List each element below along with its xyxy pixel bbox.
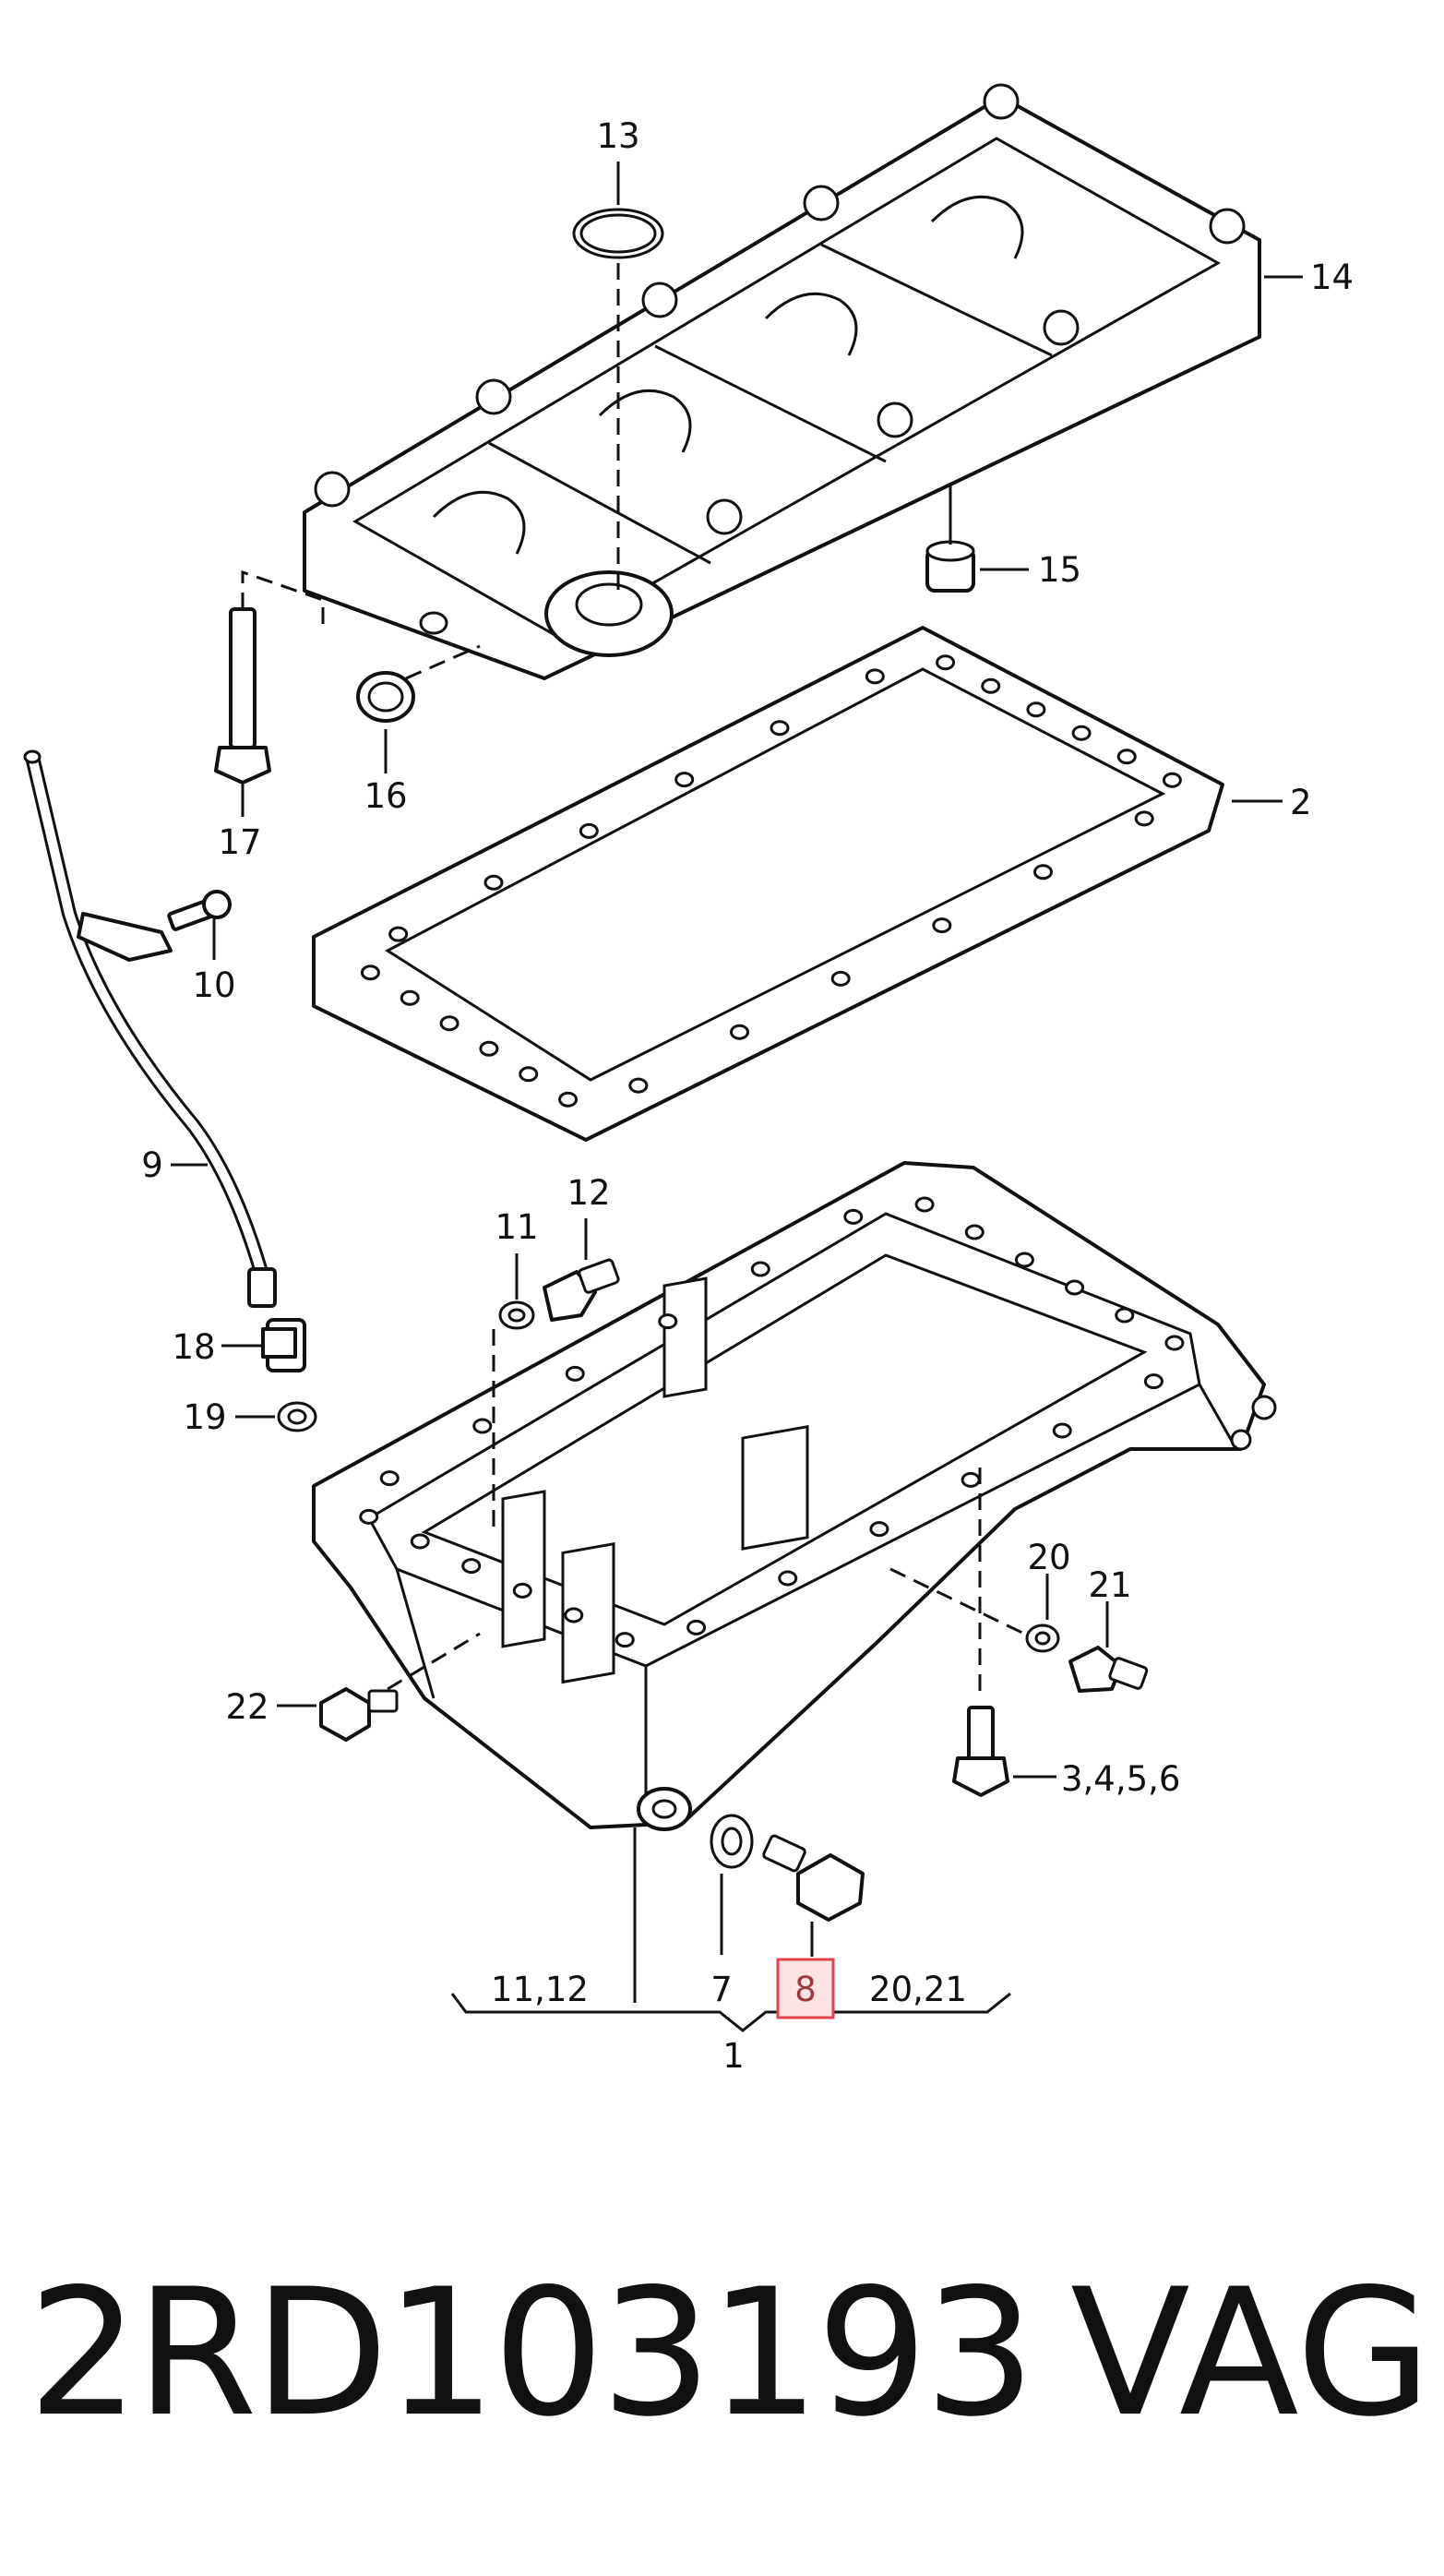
callout-11-12: 11,12 <box>491 1970 589 2009</box>
bolt-hole <box>1033 864 1053 881</box>
highlight-box <box>776 1958 835 2019</box>
bolt-hole <box>936 654 956 671</box>
washer-11 <box>492 1253 535 1532</box>
bolt-hole <box>615 1632 635 1648</box>
bolt-hole <box>1134 810 1154 827</box>
bolt-hole <box>1014 1252 1034 1268</box>
bolt-hole <box>564 1607 584 1623</box>
callout-11: 11 <box>495 1207 538 1247</box>
bolt-hole <box>1065 1279 1085 1296</box>
bolt-hole <box>483 874 504 891</box>
callout-1: 1 <box>722 2036 745 2076</box>
callout-14: 14 <box>1310 258 1354 297</box>
seal-ring-7 <box>710 1814 754 1955</box>
bolt-hole <box>869 1521 889 1538</box>
bolt-hole <box>628 1077 649 1094</box>
pan-bolt-3-4-5-6 <box>952 1468 1056 1797</box>
gasket-2 <box>312 626 1283 1142</box>
bolt-hole <box>865 668 885 685</box>
part-number: 2RD103193 <box>28 2251 1036 2455</box>
bolt-22 <box>277 1632 481 1742</box>
dipstick-tube-9 <box>23 749 277 1308</box>
callout-12: 12 <box>567 1173 610 1213</box>
callout-22: 22 <box>225 1687 269 1727</box>
long-bolt-17 <box>214 569 325 817</box>
bolt-hole <box>843 1208 864 1225</box>
crankcase-frame-14 <box>303 83 1261 680</box>
bolt-hole <box>1164 1335 1185 1351</box>
callout-15: 15 <box>1038 550 1081 590</box>
callout-13: 13 <box>596 116 639 156</box>
bolt-hole <box>479 1040 499 1057</box>
plug-21 <box>1068 1601 1149 1693</box>
bolt-hole <box>981 677 1001 694</box>
washer-19 <box>235 1401 317 1432</box>
assembly-brace <box>450 1992 1011 2032</box>
sleeve-16 <box>356 644 481 773</box>
callout-7: 7 <box>710 1970 733 2009</box>
bolt-hole <box>778 1570 798 1587</box>
plug-15 <box>925 485 1029 593</box>
brand-name: VAG <box>1070 2251 1432 2455</box>
bolt-hole <box>579 822 599 839</box>
footer: 2RD103193 VAG <box>0 2247 1444 2460</box>
callout-18: 18 <box>172 1327 215 1367</box>
bolt-hole <box>379 1470 400 1487</box>
bolt-hole <box>472 1418 493 1434</box>
oil-pan-1 <box>312 1161 1277 1831</box>
bolt-hole <box>770 720 790 737</box>
drain-plug-8 <box>762 1834 865 1957</box>
bolt-hole <box>519 1066 539 1083</box>
callout-16: 16 <box>364 776 407 816</box>
bolt-hole <box>658 1313 678 1330</box>
callout-17: 17 <box>218 822 261 862</box>
bolt-hole <box>400 989 420 1006</box>
bolt-hole <box>1143 1373 1164 1390</box>
bolt-hole <box>512 1582 532 1599</box>
bracket-bolt-10 <box>77 890 232 962</box>
bolt-hole <box>1026 701 1046 718</box>
callout-3-4-5-6: 3,4,5,6 <box>1061 1759 1180 1799</box>
fitting-18 <box>221 1318 306 1372</box>
bolt-hole <box>964 1224 985 1240</box>
bolt-hole <box>1052 1422 1072 1439</box>
bolt-hole <box>914 1196 935 1213</box>
callout-2: 2 <box>1290 783 1312 822</box>
bolt-hole <box>439 1015 459 1032</box>
o-ring-13 <box>572 162 664 591</box>
callout-21: 21 <box>1088 1565 1131 1605</box>
bolt-hole <box>558 1091 579 1108</box>
bolt-hole <box>686 1619 707 1635</box>
bolt-hole <box>359 1508 379 1525</box>
bolt-hole <box>461 1558 482 1575</box>
bolt-hole <box>1162 772 1182 788</box>
bolt-hole <box>730 1024 749 1040</box>
bolt-hole <box>1115 1307 1135 1324</box>
callout-8-highlighted: 8 <box>794 1970 817 2009</box>
bolt-hole <box>674 772 695 788</box>
bolt-hole <box>1071 725 1092 741</box>
washer-20 <box>889 1567 1060 1653</box>
callout-20-21: 20,21 <box>869 1970 967 2009</box>
bolt-hole <box>388 926 409 942</box>
bolt-hole <box>932 917 952 934</box>
callout-10: 10 <box>192 965 235 1005</box>
bolt-hole <box>750 1261 770 1277</box>
bolt-hole <box>830 970 851 987</box>
bolt-hole <box>410 1533 430 1550</box>
callout-19: 19 <box>183 1397 226 1437</box>
callout-9: 9 <box>141 1145 163 1185</box>
bolt-hole <box>360 965 380 981</box>
bolt-hole <box>565 1365 585 1382</box>
bolt-hole <box>1116 749 1137 765</box>
bolt-hole <box>961 1471 981 1488</box>
callout-20: 20 <box>1027 1538 1070 1577</box>
plug-12 <box>543 1218 620 1322</box>
